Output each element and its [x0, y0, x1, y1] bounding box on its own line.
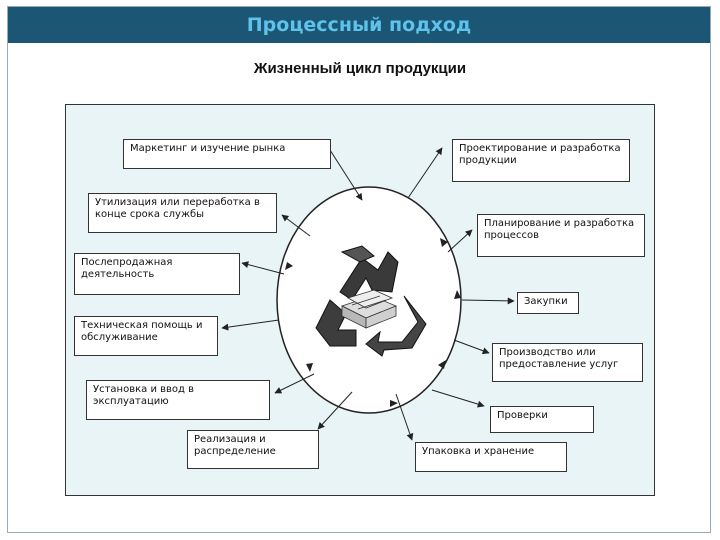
stage-packaging: Упаковка и хранение — [415, 442, 567, 472]
stage-tech-support: Техническая помощь и обслуживание — [74, 316, 218, 356]
stage-design: Проектирование и разработка продукции — [452, 139, 630, 182]
circle-direction-arrows — [285, 238, 461, 407]
stage-production: Производство или предоставление услуг — [492, 343, 643, 382]
diagram-subtitle: Жизненный цикл продукции — [253, 60, 467, 77]
stage-distribution: Реализация и распределение — [187, 430, 319, 469]
slide-title: Процессный подход — [246, 14, 472, 36]
slide-frame — [7, 6, 711, 533]
stage-marketing: Маркетинг и изучение рынка — [123, 139, 331, 169]
stage-purchasing: Закупки — [517, 292, 579, 314]
product-stack-icon — [340, 289, 398, 329]
stage-planning: Планирование и разработка процессов — [477, 214, 645, 257]
header-bar: Процессный подход — [8, 7, 710, 43]
stage-installation: Установка и ввод в эксплуатацию — [86, 380, 270, 420]
stage-disposal: Утилизация или переработка в конце срока… — [88, 193, 277, 233]
stage-post-sale: Послепродажная деятельность — [74, 253, 240, 295]
stage-inspection: Проверки — [490, 406, 594, 433]
connector-arrows — [221, 147, 515, 441]
